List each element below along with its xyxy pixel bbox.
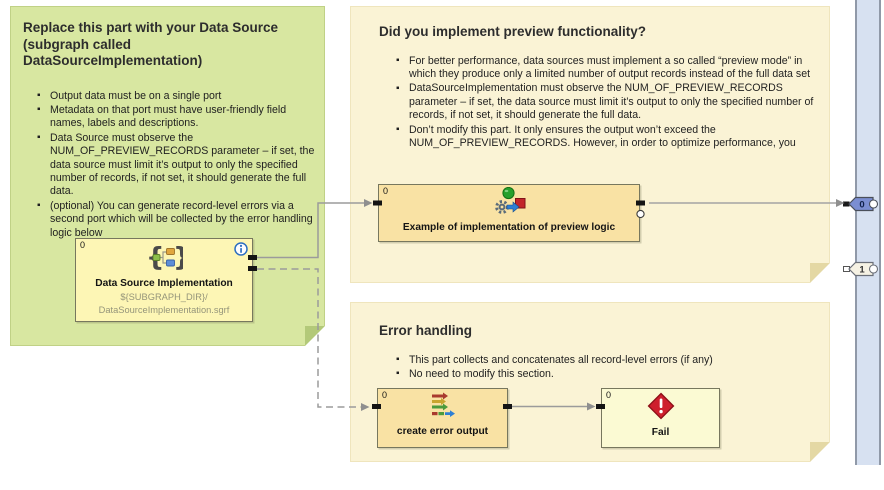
note-bullet-list: This part collects and concatenates all … xyxy=(396,354,819,382)
node-label: Fail xyxy=(651,427,670,438)
note-bullet-list: For better performance, data sources mus… xyxy=(396,55,819,151)
port-number-label: 0 xyxy=(606,390,612,400)
output-port-0[interactable]: 0 xyxy=(843,195,881,213)
node-sublabel-line1: ${SUBGRAPH_DIR}/ xyxy=(120,292,208,302)
subgraph-icon: { } xyxy=(146,243,192,273)
node-label: Data Source Implementation xyxy=(95,278,233,289)
note-data-source[interactable]: Replace this part with your Data Source … xyxy=(10,6,325,346)
note-bullet: DataSourceImplementation must observe th… xyxy=(396,82,819,122)
fail-icon xyxy=(647,392,674,420)
note-bullet: This part collects and concatenates all … xyxy=(396,354,819,367)
note-bullet: (optional) You can generate record-level… xyxy=(37,200,320,240)
port-number-label: 0 xyxy=(382,390,388,400)
node-preview-logic-example[interactable]: 0 Example of implementation of preview l… xyxy=(378,184,640,242)
node-label: create error output xyxy=(396,426,489,437)
note-title: Error handling xyxy=(379,323,473,338)
note-fold-corner xyxy=(305,326,325,346)
node-data-source-implementation[interactable]: 0 { } Data Source Implementation ${SUBGR… xyxy=(75,238,253,322)
note-fold-corner xyxy=(810,263,830,283)
node-label: Example of implementation of preview log… xyxy=(402,222,616,233)
note-bullet: Don’t modify this part. It only ensures … xyxy=(396,124,819,151)
node-create-error-output[interactable]: 0 create error output xyxy=(377,388,508,448)
note-bullet: Output data must be on a single port xyxy=(37,90,320,103)
note-title: Replace this part with your Data Source … xyxy=(23,20,279,68)
output-port-0-label: 0 xyxy=(859,200,864,211)
port-number-label: 0 xyxy=(383,186,389,196)
svg-text:}: } xyxy=(173,244,183,271)
concatenate-icon xyxy=(431,392,455,417)
node-fail[interactable]: 0 Fail xyxy=(601,388,720,448)
note-bullet: Data Source must observe the NUM_OF_PREV… xyxy=(37,132,320,199)
subgraph-output-bar[interactable] xyxy=(855,0,881,465)
info-icon[interactable] xyxy=(234,242,248,256)
note-bullet-list: Output data must be on a single port Met… xyxy=(37,90,320,240)
note-bullet: For better performance, data sources mus… xyxy=(396,55,819,82)
note-bullet: Metadata on that port must have user-fri… xyxy=(37,104,320,131)
output-port-1[interactable]: 1 xyxy=(843,260,881,278)
preview-logic-icon xyxy=(494,186,525,214)
note-bullet: No need to modify this section. xyxy=(396,368,819,381)
note-fold-corner xyxy=(810,442,830,462)
note-title: Did you implement preview functionality? xyxy=(379,24,647,39)
output-port-1-label: 1 xyxy=(859,265,865,276)
port-number-label: 0 xyxy=(80,240,86,250)
node-sublabel-line2: DataSourceImplementation.sgrf xyxy=(98,305,230,315)
